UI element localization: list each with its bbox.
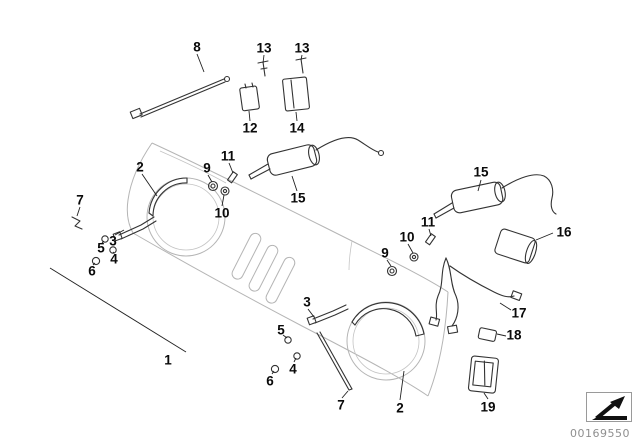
callout-3: 3 [109, 233, 117, 249]
part-16-cylinder [494, 228, 538, 265]
callout-15: 15 [473, 164, 489, 180]
arrow-logo-icon [592, 396, 627, 420]
part-17-wiring-harness [428, 257, 523, 335]
part-7-clip-left [71, 216, 83, 230]
callout-5: 5 [277, 322, 285, 338]
callout-6: 6 [88, 263, 96, 279]
kidney-grille [231, 232, 296, 304]
callout-12: 12 [242, 120, 258, 136]
callout-9: 9 [381, 245, 389, 261]
callout-2: 2 [396, 400, 404, 416]
callout-2: 2 [136, 159, 144, 175]
callout-11: 11 [220, 148, 236, 164]
callout-8: 8 [193, 39, 201, 55]
fasteners-right [386, 233, 436, 277]
callout-13: 13 [294, 40, 310, 56]
callout-9: 9 [203, 160, 211, 176]
callout-10: 10 [399, 229, 415, 245]
callout-6: 6 [266, 373, 274, 389]
callout-7: 7 [337, 397, 345, 413]
callout-10: 10 [214, 205, 230, 221]
callout-5: 5 [97, 240, 105, 256]
part-number: 00169550 [570, 427, 630, 440]
part-18-relay [477, 327, 498, 342]
callout-11: 11 [420, 214, 436, 230]
callout-14: 14 [289, 120, 305, 136]
callout-1: 1 [164, 352, 172, 368]
part-2-trim-ring-right [351, 302, 425, 337]
callout-19: 19 [480, 399, 496, 415]
part-3-bracket-right [306, 304, 349, 326]
part-1-reference-line [49, 267, 187, 353]
fasteners-left [207, 171, 238, 196]
callout-3: 3 [303, 294, 311, 310]
callout-18: 18 [506, 327, 522, 343]
bolts-right [270, 336, 301, 374]
callout-13: 13 [256, 40, 272, 56]
part-19-control-unit [467, 355, 499, 394]
part-15-motor-right [433, 174, 557, 219]
callout-4: 4 [110, 251, 118, 267]
part-3-bracket-left [112, 216, 157, 242]
car-body-outline [126, 142, 449, 397]
callout-15: 15 [290, 190, 306, 206]
callout-4: 4 [289, 361, 297, 377]
part-12-relay [239, 82, 260, 112]
leader-lines [76, 53, 554, 401]
part-13-screws [257, 57, 307, 77]
part-15-motor-left [248, 137, 385, 180]
callout-7: 7 [76, 192, 84, 208]
brand-logo [586, 392, 632, 422]
bolts-left [91, 235, 117, 266]
part-7-rod-right [316, 331, 353, 391]
part-8-cable-rod [129, 75, 231, 120]
part-14-relay [282, 76, 310, 112]
part-2-trim-ring-left [148, 177, 188, 217]
callout-17: 17 [511, 305, 527, 321]
callout-16: 16 [556, 224, 572, 240]
